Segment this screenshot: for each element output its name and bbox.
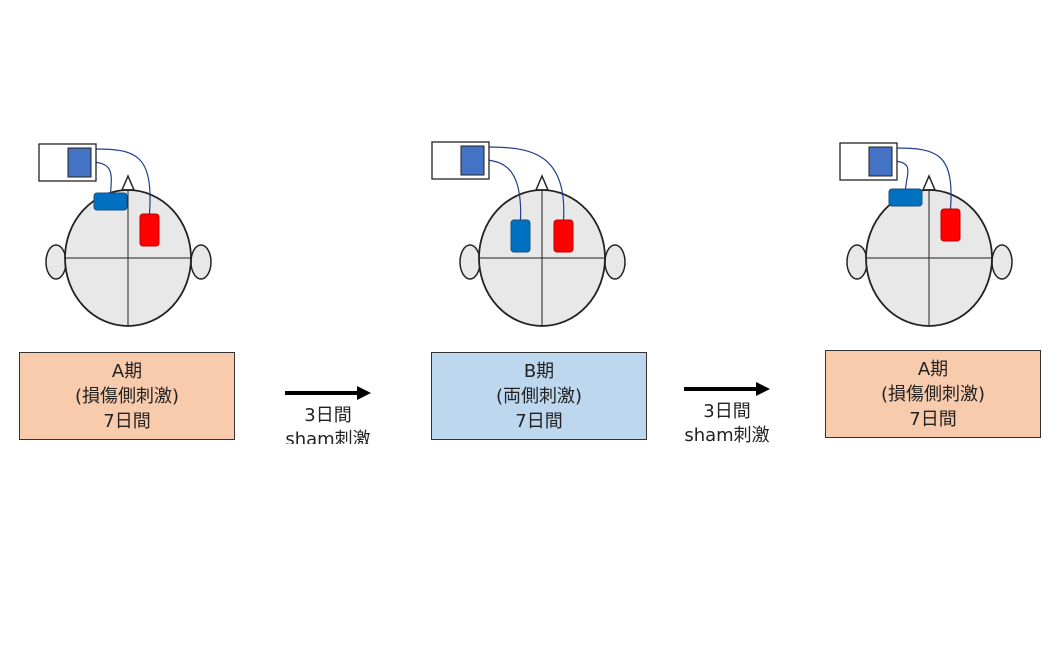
anode-electrode (139, 213, 160, 247)
transition-arrow-2 (684, 382, 770, 396)
transition-duration: 3日間 (304, 405, 352, 426)
wire-to-blue (486, 159, 522, 221)
phase-description: (損傷側刺激) (880, 383, 986, 405)
transition-label-1: 3日間 sham刺激 (258, 404, 398, 444)
nose-marker (921, 174, 937, 191)
transition-stimulus: sham刺激 (684, 425, 770, 446)
stimulation-setup-1 (38, 143, 212, 327)
right-ear (991, 244, 1013, 280)
phase-box-a2: A期 (損傷側刺激) 7日間 (825, 350, 1041, 438)
wire-to-red (93, 148, 151, 215)
stimulator-screen (868, 146, 893, 177)
transition-arrow-1 (285, 386, 371, 400)
stimulation-setup-3 (839, 142, 1013, 327)
stimulator-screen (67, 147, 92, 178)
anode-electrode (940, 208, 961, 242)
transition-duration: 3日間 (703, 401, 751, 422)
wire-to-red (486, 146, 565, 221)
arrow-head (756, 382, 770, 396)
wire-to-blue (93, 161, 112, 194)
phase-duration: 7日間 (515, 410, 563, 432)
wire-to-blue (894, 160, 909, 190)
right-ear (190, 244, 212, 280)
phase-name: A期 (917, 358, 949, 380)
transition-stimulus: sham刺激 (285, 429, 371, 444)
phase-description: (両側刺激) (495, 385, 583, 407)
left-ear (45, 244, 67, 280)
right-ear (604, 244, 626, 280)
left-ear (846, 244, 868, 280)
left-ear (459, 244, 481, 280)
phase-name: A期 (111, 360, 143, 382)
stimulation-setup-2 (431, 141, 626, 327)
nose-marker (534, 174, 550, 191)
transition-label-2: 3日間 sham刺激 (657, 400, 797, 450)
phase-name: B期 (523, 360, 555, 382)
wire-to-red (894, 147, 952, 210)
phase-duration: 7日間 (909, 408, 957, 430)
cathode-electrode (93, 192, 128, 211)
stimulator-screen (460, 145, 485, 176)
phase-description: (損傷側刺激) (74, 385, 180, 407)
arrow-head (357, 386, 371, 400)
phase-box-a1: A期 (損傷側刺激) 7日間 (19, 352, 235, 440)
anode-electrode (553, 219, 574, 253)
phase-duration: 7日間 (103, 410, 151, 432)
cathode-electrode (510, 219, 531, 253)
phase-box-b: B期 (両側刺激) 7日間 (431, 352, 647, 440)
nose-marker (120, 174, 136, 191)
cathode-electrode (888, 188, 923, 207)
